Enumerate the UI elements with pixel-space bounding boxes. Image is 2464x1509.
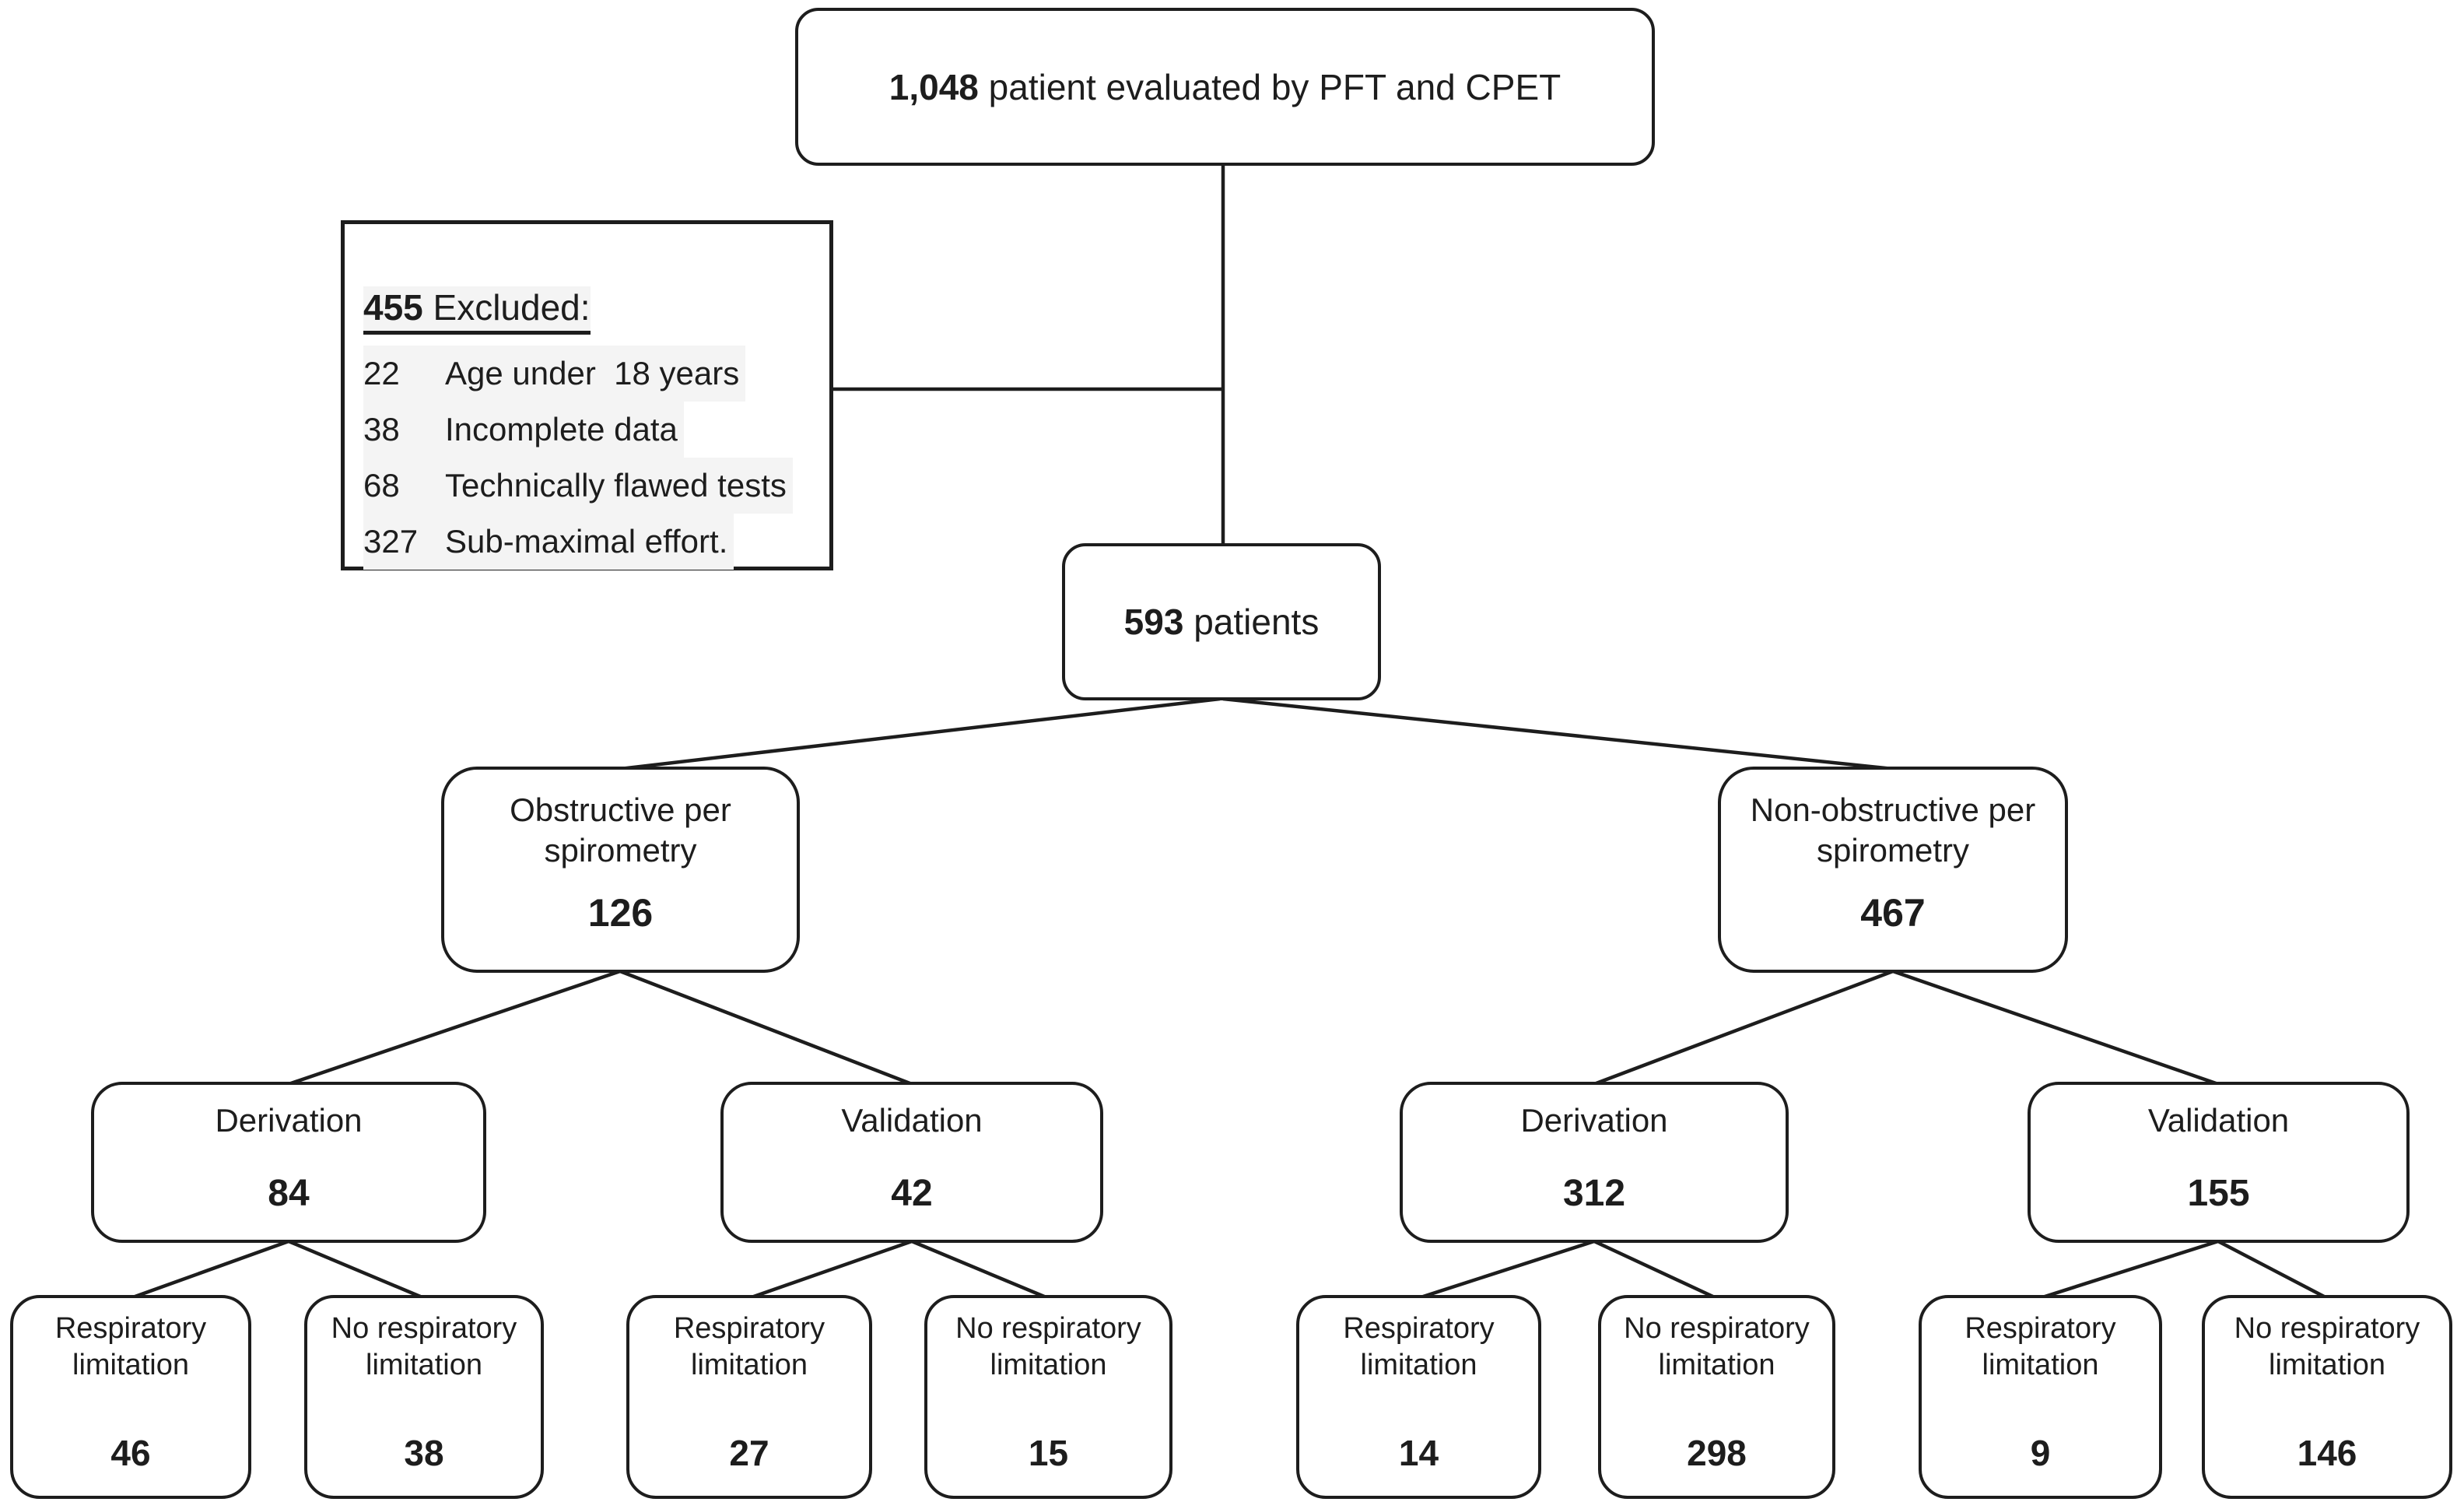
connector-nonobstructive-derivation: [1593, 969, 1894, 1086]
connector-val42-noresp: [911, 1239, 1049, 1300]
node-no-respiratory-limitation: No respiratory limitation 15: [924, 1295, 1172, 1499]
node-label: No respiratory limitation: [1624, 1312, 1810, 1382]
node-count: 126: [587, 891, 654, 935]
node-count: 38: [404, 1433, 444, 1473]
node-label: Respiratory limitation: [673, 1312, 825, 1382]
node-eligible-patients: 593 patients: [1062, 543, 1381, 700]
node-total-text: 1,048 patient evaluated by PFT and CPET: [889, 66, 1561, 108]
node-label: No respiratory limitation: [2234, 1312, 2420, 1382]
node-label: Non-obstructive per spirometry: [1750, 791, 2036, 869]
node-obstructive-validation: Validation 42: [720, 1082, 1103, 1243]
exclusions-title: Excluded:: [422, 287, 591, 328]
node-count: 14: [1398, 1433, 1439, 1473]
connector-der312-resp: [1418, 1239, 1595, 1300]
node-eligible-text: 593 patients: [1124, 601, 1320, 643]
node-respiratory-limitation: Respiratory limitation 14: [1296, 1295, 1541, 1499]
node-count: 27: [729, 1433, 769, 1473]
connector-obstructive-validation: [619, 969, 913, 1086]
exclusion-reason: Sub-maximal effort.: [445, 523, 728, 560]
exclusions-count: 455: [363, 287, 423, 328]
exclusion-item: 22 Age under 18 years: [363, 346, 746, 402]
exclusion-count: 327: [363, 523, 419, 560]
exclusion-item: 327 Sub-maximal effort.: [363, 514, 734, 570]
node-non-obstructive: Non-obstructive per spirometry 467: [1718, 767, 2068, 973]
connector-nonobstructive-validation: [1892, 969, 2219, 1086]
node-obstructive: Obstructive per spirometry 126: [441, 767, 800, 973]
node-nonobstructive-derivation: Derivation 312: [1400, 1082, 1789, 1243]
node-label: Derivation: [1520, 1102, 1668, 1139]
connector-der312-noresp: [1593, 1239, 1717, 1300]
exclusion-item: 38 Incomplete data: [363, 402, 684, 458]
node-count: 298: [1687, 1433, 1747, 1473]
node-label: Respiratory limitation: [1965, 1312, 2116, 1382]
node-no-respiratory-limitation: No respiratory limitation 146: [2202, 1295, 2452, 1499]
node-count: 155: [2187, 1173, 2250, 1214]
connector-der84-noresp: [288, 1239, 425, 1300]
node-label: Respiratory limitation: [1343, 1312, 1495, 1382]
node-no-respiratory-limitation: No respiratory limitation 298: [1598, 1295, 1835, 1499]
node-nonobstructive-validation: Validation 155: [2028, 1082, 2410, 1243]
connector-val155-resp: [2039, 1239, 2219, 1300]
node-label: Obstructive per spirometry: [510, 791, 731, 869]
exclusion-reason: Incomplete data: [445, 411, 678, 447]
exclusion-reason: Age under 18 years: [445, 355, 740, 391]
connector-val155-noresp: [2217, 1240, 2329, 1300]
node-label: Validation: [841, 1102, 983, 1139]
node-count: 467: [1860, 891, 1926, 935]
node-label: Respiratory limitation: [54, 1312, 207, 1382]
node-label: No respiratory limitation: [955, 1312, 1141, 1382]
exclusion-count: 68: [363, 467, 400, 504]
node-total-patients: 1,048 patient evaluated by PFT and CPET: [795, 8, 1655, 166]
node-exclusions: 455 Excluded: 22 Age under 18 years 38 Inc…: [341, 220, 833, 570]
connector-eligible-nonobstructive: [1222, 697, 1894, 771]
node-obstructive-derivation: Derivation 84: [91, 1082, 486, 1243]
node-count: 84: [268, 1173, 310, 1214]
node-label: Derivation: [215, 1102, 363, 1139]
exclusion-count: 22: [363, 355, 400, 391]
node-respiratory-limitation: Respiratory limitation 27: [626, 1295, 872, 1499]
exclusion-count: 38: [363, 411, 400, 447]
connector-val42-resp: [748, 1239, 913, 1300]
exclusions-heading: 455 Excluded:: [363, 286, 591, 335]
total-label: patient evaluated by PFT and CPET: [978, 66, 1561, 107]
eligible-count: 593: [1123, 602, 1184, 642]
connector-eligible-obstructive: [619, 697, 1221, 771]
node-respiratory-limitation: Respiratory limitation 9: [1919, 1295, 2162, 1499]
connector-der84-resp: [130, 1239, 289, 1300]
connector-obstructive-derivation: [288, 969, 621, 1086]
node-label: Validation: [2147, 1102, 2290, 1139]
eligible-label: patients: [1183, 602, 1320, 642]
node-count: 312: [1562, 1173, 1626, 1214]
node-count: 42: [891, 1173, 933, 1214]
total-count: 1,048: [889, 66, 979, 107]
node-count: 146: [2297, 1433, 2357, 1473]
node-count: 15: [1028, 1433, 1069, 1473]
exclusion-item: 68 Technically flawed tests: [363, 458, 793, 514]
node-respiratory-limitation: Respiratory limitation 46: [10, 1295, 251, 1499]
exclusion-reason: Technically flawed tests: [445, 467, 787, 504]
node-no-respiratory-limitation: No respiratory limitation 38: [304, 1295, 544, 1499]
node-count: 46: [110, 1433, 151, 1473]
node-count: 9: [2030, 1433, 2051, 1473]
node-label: No respiratory limitation: [331, 1312, 517, 1382]
